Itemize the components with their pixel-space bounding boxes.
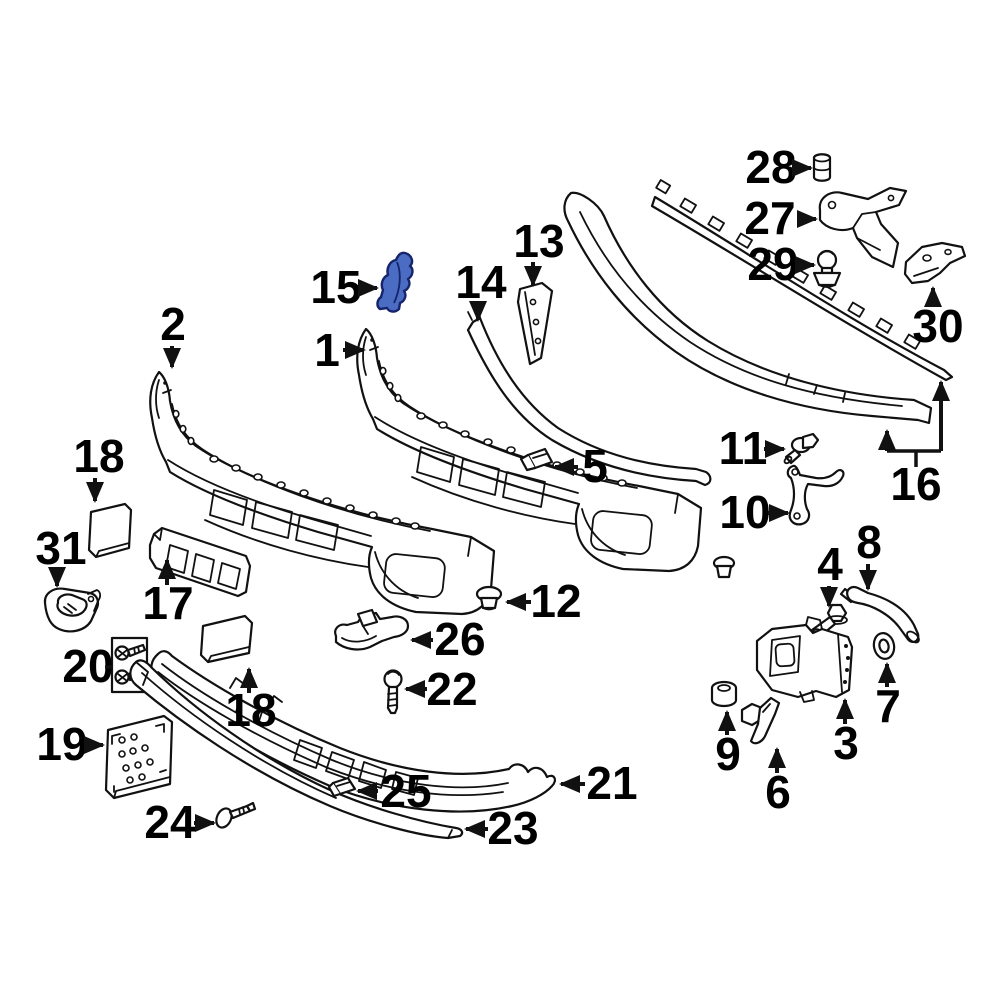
callout-4: 4 bbox=[817, 538, 843, 608]
callout-27: 27 bbox=[744, 192, 818, 244]
callout-5: 5 bbox=[553, 440, 608, 492]
callout-22: 22 bbox=[404, 663, 478, 715]
part-22-bolt bbox=[383, 669, 403, 715]
callout-31-label: 31 bbox=[35, 522, 86, 574]
callout-14: 14 bbox=[455, 256, 507, 322]
part-25-clip bbox=[327, 776, 357, 798]
part-15-bracket-highlighted bbox=[376, 251, 414, 313]
callout-24-label: 24 bbox=[144, 796, 196, 848]
callout-12: 12 bbox=[505, 575, 582, 627]
callout-27-label: 27 bbox=[744, 192, 795, 244]
callout-11: 11 bbox=[719, 422, 786, 474]
callout-3: 3 bbox=[833, 698, 859, 769]
callout-19: 19 bbox=[36, 718, 105, 770]
callout-9: 9 bbox=[715, 710, 741, 780]
callout-12-label: 12 bbox=[530, 575, 581, 627]
callout-10-label: 10 bbox=[719, 486, 770, 538]
callout-16-leader bbox=[887, 449, 941, 467]
callout-23-label: 23 bbox=[487, 802, 538, 854]
callout-29-label: 29 bbox=[747, 238, 798, 290]
callout-19-label: 19 bbox=[36, 718, 87, 770]
callout-31: 31 bbox=[35, 522, 87, 588]
callout-13-label: 13 bbox=[513, 215, 564, 267]
callout-7: 7 bbox=[875, 662, 901, 732]
callout-1: 1 bbox=[314, 324, 366, 376]
callout-17-label: 17 bbox=[142, 577, 193, 629]
callout-18-center: 18 bbox=[225, 667, 277, 736]
callout-18-left-label: 18 bbox=[73, 430, 124, 482]
part-24-rivet bbox=[215, 801, 257, 829]
part-23-air-dam-strip bbox=[129, 659, 464, 840]
callout-30: 30 bbox=[912, 286, 964, 352]
part-12-plug bbox=[475, 585, 503, 611]
part-11-bolt bbox=[783, 432, 820, 465]
part-26-retainer-bracket bbox=[334, 608, 410, 651]
callout-15-label: 15 bbox=[310, 261, 361, 313]
callout-23: 23 bbox=[464, 802, 539, 854]
part-19-license-bracket bbox=[104, 714, 174, 800]
callout-2-label: 2 bbox=[160, 298, 186, 350]
part-8-support-arm bbox=[839, 586, 920, 644]
callout-29: 29 bbox=[747, 238, 816, 290]
part-31-tow-hook bbox=[43, 587, 102, 633]
callout-9-label: 9 bbox=[715, 728, 741, 780]
callout-22-label: 22 bbox=[426, 663, 477, 715]
part-1-cap-plug bbox=[712, 555, 736, 579]
part-5-clip bbox=[519, 447, 554, 472]
callout-3-label: 3 bbox=[833, 717, 859, 769]
callout-25: 25 bbox=[356, 765, 432, 817]
part-3-mount-bracket bbox=[755, 616, 854, 703]
part-9-nut bbox=[710, 680, 738, 708]
callout-21: 21 bbox=[559, 757, 638, 809]
callout-1-label: 1 bbox=[314, 324, 340, 376]
callout-28-label: 28 bbox=[745, 141, 796, 193]
callout-26: 26 bbox=[410, 613, 486, 665]
callout-15: 15 bbox=[310, 261, 379, 313]
part-18-pad-left bbox=[87, 502, 133, 559]
part-28-spacer-sleeve bbox=[812, 153, 832, 182]
callout-10: 10 bbox=[719, 486, 790, 538]
part-16-upper-valance-strip bbox=[650, 179, 954, 382]
callout-6: 6 bbox=[765, 747, 791, 818]
callout-14-label: 14 bbox=[455, 256, 507, 308]
callout-11-label: 11 bbox=[719, 422, 768, 474]
callout-18-left: 18 bbox=[73, 430, 125, 503]
callout-20: 20 bbox=[62, 640, 113, 692]
callout-30-label: 30 bbox=[912, 300, 963, 352]
callout-26-label: 26 bbox=[434, 613, 485, 665]
callout-6-label: 6 bbox=[765, 766, 791, 818]
part-7-washer bbox=[872, 632, 896, 660]
part-17-lower-bracket bbox=[148, 526, 252, 598]
part-6-bolt-stud bbox=[740, 696, 781, 745]
callout-4-label: 4 bbox=[817, 538, 843, 590]
part-16-lower-molding-strip bbox=[563, 191, 933, 425]
callout-8-label: 8 bbox=[856, 516, 882, 568]
part-27-outer-support-bracket bbox=[818, 186, 908, 269]
callout-7-label: 7 bbox=[875, 680, 901, 732]
callout-13: 13 bbox=[513, 215, 565, 287]
callout-17: 17 bbox=[142, 558, 194, 629]
callout-25-label: 25 bbox=[380, 765, 431, 817]
callout-2: 2 bbox=[160, 298, 186, 369]
part-10-stay-bracket bbox=[786, 464, 845, 526]
callout-16: 16 bbox=[878, 380, 950, 510]
callout-5-label: 5 bbox=[582, 440, 608, 492]
part-13-filler-strip bbox=[516, 281, 554, 366]
callout-24: 24 bbox=[144, 796, 216, 848]
callout-28: 28 bbox=[745, 141, 813, 193]
part-18-pad-center bbox=[199, 614, 254, 664]
callout-21-label: 21 bbox=[586, 757, 637, 809]
callout-8: 8 bbox=[856, 516, 882, 591]
part-29-push-pin bbox=[812, 249, 842, 288]
part-30-end-bracket bbox=[903, 241, 967, 285]
